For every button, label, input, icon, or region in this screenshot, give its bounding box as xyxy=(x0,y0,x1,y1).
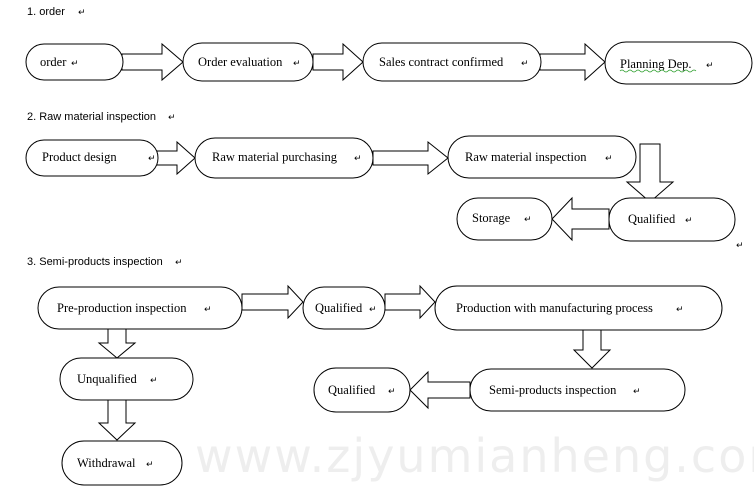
paragraph-mark: ↵ xyxy=(148,154,156,164)
paragraph-mark: ↵ xyxy=(521,59,529,69)
paragraph-mark: ↵ xyxy=(605,154,613,164)
node-raw-material-inspection-label: Raw material inspection xyxy=(465,150,587,164)
paragraph-mark: ↵ xyxy=(388,387,396,397)
node-planning-dep xyxy=(604,41,753,85)
node-unqualified xyxy=(59,357,194,401)
node-sales-contract-confirmed xyxy=(362,42,542,82)
paragraph-mark: ↵ xyxy=(168,113,176,123)
arrow-right xyxy=(156,140,196,176)
arrow-down xyxy=(572,327,612,369)
arrow-right xyxy=(372,140,449,176)
node-qualified-pre xyxy=(302,286,386,330)
arrow-right xyxy=(539,42,606,82)
paragraph-mark: ↵ xyxy=(293,59,301,69)
node-qualified-pre-label: Qualified xyxy=(315,301,363,315)
arrow-right xyxy=(312,42,364,82)
paragraph-mark: ↵ xyxy=(706,61,714,71)
node-order-evaluation-label: Order evaluation xyxy=(198,55,283,69)
watermark: www.zjyumianheng.com xyxy=(195,429,754,483)
paragraph-mark: ↵ xyxy=(736,241,744,251)
node-raw-material-purchasing-label: Raw material purchasing xyxy=(212,150,338,164)
node-order-evaluation xyxy=(182,42,314,82)
node-pre-production-inspection xyxy=(37,286,243,330)
node-storage xyxy=(456,197,553,241)
node-storage-label: Storage xyxy=(472,211,511,225)
node-raw-material-purchasing xyxy=(194,137,374,179)
node-raw-material-inspection xyxy=(447,135,637,179)
paragraph-mark: ↵ xyxy=(354,154,362,164)
paragraph-mark: ↵ xyxy=(676,305,684,315)
node-qualified-semi-label: Qualified xyxy=(328,383,376,397)
paragraph-mark: ↵ xyxy=(150,376,158,386)
node-planning-dep-label: Planning Dep. xyxy=(620,57,692,71)
node-unqualified-label: Unqualified xyxy=(77,372,137,386)
paragraph-mark: ↵ xyxy=(175,258,183,268)
node-semi-products-inspection xyxy=(469,368,686,412)
node-withdrawal-label: Withdrawal xyxy=(77,456,136,470)
node-qualified-raw-label: Qualified xyxy=(628,212,676,226)
node-production-process xyxy=(434,285,723,331)
paragraph-mark: ↵ xyxy=(71,59,79,69)
arrow-right xyxy=(121,42,184,82)
paragraph-mark: ↵ xyxy=(146,460,154,470)
section-heading-order: 1. order xyxy=(27,6,65,18)
arrow-left xyxy=(409,370,471,410)
paragraph-mark: ↵ xyxy=(204,305,212,315)
arrow-down xyxy=(625,143,675,203)
arrow-down xyxy=(97,399,137,441)
paragraph-mark: ↵ xyxy=(524,215,532,225)
paragraph-mark: ↵ xyxy=(78,8,86,18)
arrow-down xyxy=(97,326,137,359)
arrow-right xyxy=(241,284,304,320)
node-product-design-label: Product design xyxy=(42,150,117,164)
node-product-design xyxy=(25,139,159,177)
node-qualified-raw xyxy=(608,197,736,242)
spellcheck-underline xyxy=(619,69,697,73)
paragraph-mark: ↵ xyxy=(369,305,377,315)
paragraph-mark: ↵ xyxy=(685,216,693,226)
section-heading-raw-material: 2. Raw material inspection xyxy=(27,111,156,123)
node-sales-contract-confirmed-label: Sales contract confirmed xyxy=(379,55,504,69)
node-withdrawal xyxy=(61,440,183,486)
node-qualified-semi xyxy=(313,367,411,413)
paragraph-mark: ↵ xyxy=(633,387,641,397)
node-semi-products-inspection-label: Semi-products inspection xyxy=(489,383,617,397)
section-heading-semi-products: 3. Semi-products inspection xyxy=(27,256,163,268)
arrow-right xyxy=(384,284,436,320)
node-pre-production-inspection-label: Pre-production inspection xyxy=(57,301,187,315)
node-order-label: order xyxy=(40,55,67,69)
node-order xyxy=(25,43,124,81)
node-production-process-label: Production with manufacturing process xyxy=(456,301,653,315)
arrow-left xyxy=(551,196,610,242)
